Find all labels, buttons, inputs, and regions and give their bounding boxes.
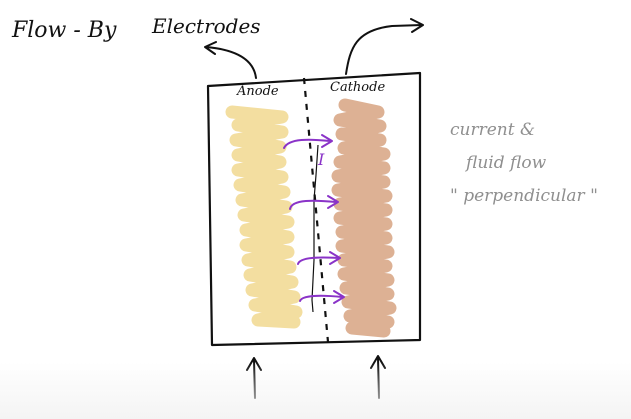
note-line-1: current & [450,120,536,140]
cell-box [206,71,422,347]
current-symbol: I [318,150,325,169]
title-part-2: Electrodes [152,14,261,38]
outlet-arrow-right [345,18,424,75]
current-arrow-2 [289,195,339,210]
cathode-electrode [331,98,397,338]
anode-label: Anode [237,84,279,99]
cathode-label: Cathode [330,80,386,95]
inlet-arrow-left [246,357,262,399]
current-arrow-1 [283,134,333,149]
outlet-arrow-left [204,41,257,79]
current-arrows [283,134,345,304]
inlet-arrow-right [370,355,386,399]
anode-electrode [225,105,303,329]
current-arrow-4 [299,290,345,304]
separator-membrane [302,77,330,343]
title-part-1: Flow - By [12,18,117,43]
note-line-3: " perpendicular " [450,186,598,206]
note-line-2: fluid flow [466,153,547,173]
current-path-line [311,144,319,313]
current-arrow-3 [297,251,341,265]
